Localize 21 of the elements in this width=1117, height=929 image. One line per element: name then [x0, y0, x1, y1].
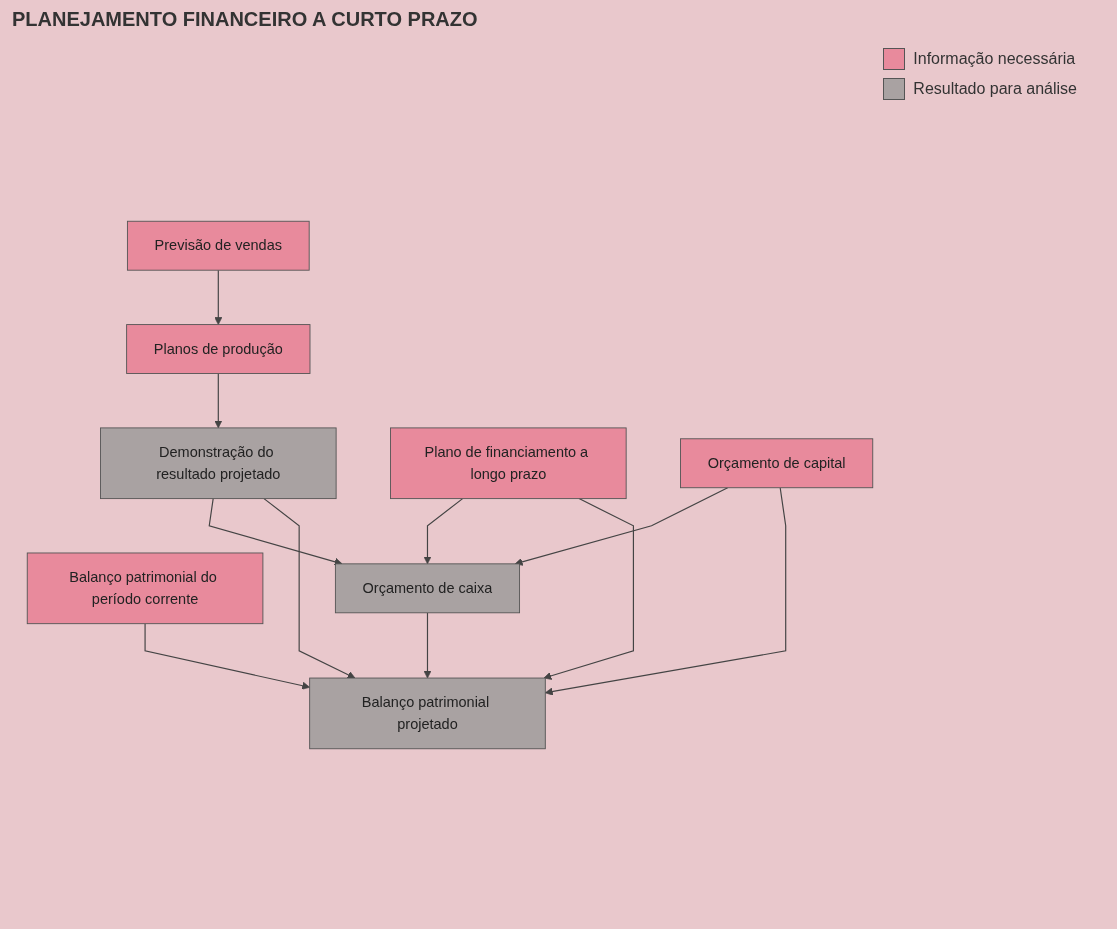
diagram-title: PLANEJAMENTO FINANCEIRO A CURTO PRAZO [12, 8, 478, 31]
node-box: Orçamento de caixa [334, 563, 520, 614]
node-box: Previsão de vendas [126, 220, 310, 271]
node-box: Orçamento de capital [680, 438, 874, 489]
legend-text: Informação necessária [913, 50, 1076, 68]
node-box: Balanço patrimonial projetado [309, 677, 546, 750]
arrow [208, 498, 343, 566]
arrow [423, 612, 432, 679]
legend-text: Resultado para análise [913, 80, 1077, 98]
arrow [214, 269, 223, 325]
arrow [514, 487, 729, 566]
arrow [214, 372, 223, 429]
arrow [144, 623, 310, 690]
arrow [544, 487, 787, 696]
node-box: Balanço patrimonial do período corrente [26, 552, 264, 625]
arrow [543, 498, 634, 680]
node-box: Planos de produção [126, 324, 311, 374]
node-box: Demonstração do resultado projetado [100, 427, 337, 500]
arrow [263, 498, 356, 679]
arrow [423, 498, 464, 565]
node-box: Plano de financiamento a longo prazo [390, 427, 627, 500]
